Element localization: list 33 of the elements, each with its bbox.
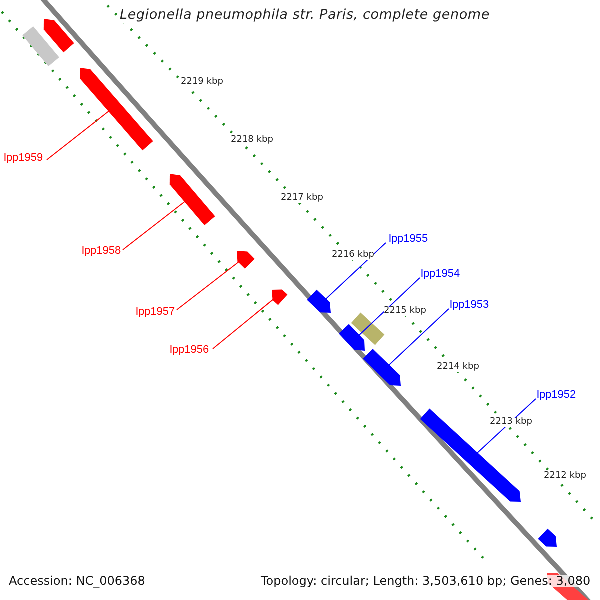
position-label: 2217 kbp [281, 194, 324, 203]
leader-line [358, 278, 420, 336]
gene-feature [338, 324, 365, 351]
position-label: 2213 kbp [490, 418, 532, 427]
gene-label: lpp1958 [82, 246, 122, 257]
gene-feature [363, 349, 401, 386]
position-label: 2219 kbp [181, 78, 224, 87]
leader-line [325, 242, 386, 300]
gene-label: lpp1957 [136, 307, 176, 318]
leader-line [388, 308, 450, 366]
position-label: 2212 kbp [544, 472, 586, 481]
gene-label: lpp1953 [450, 300, 490, 311]
position-label: 2214 kbp [437, 363, 480, 372]
gene-feature [272, 290, 288, 306]
gene-feature [170, 174, 216, 226]
position-label: 2216 kbp [332, 251, 374, 260]
leader-line [122, 201, 186, 250]
gene-label: lpp1952 [537, 390, 576, 401]
leader-line [212, 299, 274, 350]
title: Legionella pneumophila str. Paris, complete genome [120, 9, 490, 22]
gene-label: lpp1955 [389, 234, 428, 245]
gene-label: lpp1954 [421, 269, 460, 280]
gene-feature [307, 290, 331, 313]
genome-summary-text: Topology: circular; Length: 3,503,610 bp; Genes: 3,080 [261, 575, 591, 587]
leader-line [176, 262, 240, 310]
position-label: 2215 kbp [384, 307, 426, 316]
accession-text: Accession: NC_006368 [9, 575, 146, 587]
gene-feature [80, 68, 154, 151]
gene-label: lpp1959 [4, 153, 44, 164]
gene-feature [237, 251, 255, 269]
leader-line [46, 110, 110, 160]
position-label: 2218 kbp [231, 136, 274, 145]
gene-label: lpp1956 [170, 345, 210, 356]
